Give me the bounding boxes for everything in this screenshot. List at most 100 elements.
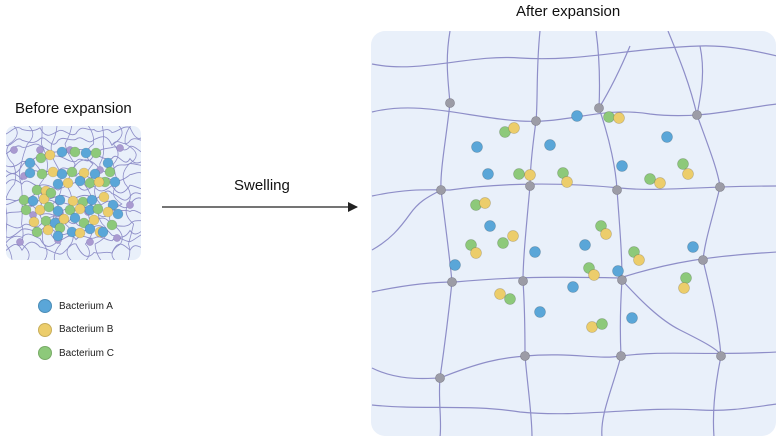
crosslink-node bbox=[612, 185, 622, 195]
bacterium-c bbox=[677, 158, 689, 170]
polymer-strand bbox=[6, 126, 18, 260]
bacterium-c bbox=[90, 147, 102, 159]
polymer-strand bbox=[598, 45, 631, 109]
bacterium-a bbox=[56, 146, 68, 158]
bacterium-a bbox=[534, 306, 546, 318]
bacterium-b bbox=[42, 224, 54, 236]
polymer-strand bbox=[371, 351, 776, 380]
bacterium-a bbox=[54, 194, 66, 206]
bacterium-b bbox=[586, 321, 598, 333]
polymer-strand bbox=[371, 251, 776, 293]
bacterium-b bbox=[507, 230, 519, 242]
crosslink-node bbox=[616, 351, 626, 361]
crosslink-node bbox=[445, 98, 455, 108]
bacterium-a bbox=[567, 281, 579, 293]
polymer-strand bbox=[109, 126, 123, 260]
bacterium-c bbox=[35, 152, 47, 164]
bacterium-a bbox=[24, 167, 36, 179]
crosslink-node bbox=[531, 116, 541, 126]
bacterium-a bbox=[86, 194, 98, 206]
bacterium-c bbox=[603, 111, 615, 123]
polymer-strand bbox=[122, 126, 137, 260]
crosslink-node bbox=[520, 351, 530, 361]
bacterium-b bbox=[74, 203, 86, 215]
bacterium-a bbox=[687, 241, 699, 253]
crosslink-node bbox=[36, 146, 44, 154]
polymer-strand bbox=[371, 403, 776, 415]
crosslink-node bbox=[716, 351, 726, 361]
bacterium-b bbox=[600, 228, 612, 240]
bacterium-a bbox=[56, 168, 68, 180]
crosslink-node bbox=[86, 238, 94, 246]
polymer-strand bbox=[371, 45, 776, 68]
polymer-strand bbox=[6, 126, 141, 139]
bacterium-c bbox=[644, 173, 656, 185]
bacterium-c bbox=[31, 226, 43, 238]
polymer-strand bbox=[6, 241, 141, 257]
bacterium-c bbox=[18, 194, 30, 206]
dispersed-bacteria bbox=[449, 110, 699, 333]
crosslink-node bbox=[525, 181, 535, 191]
bacterium-c bbox=[92, 203, 104, 215]
expanded-crosslinks bbox=[435, 98, 726, 383]
bacterium-c bbox=[497, 237, 509, 249]
bacterium-b bbox=[613, 112, 625, 124]
bacterium-b bbox=[633, 254, 645, 266]
bacterium-c bbox=[45, 187, 57, 199]
bacterium-c bbox=[40, 215, 52, 227]
bacterium-c bbox=[104, 166, 116, 178]
bacterium-a bbox=[571, 110, 583, 122]
bacterium-a bbox=[484, 220, 496, 232]
bacterium-a bbox=[52, 178, 64, 190]
bacterium-c bbox=[680, 272, 692, 284]
crosslink-node bbox=[715, 182, 725, 192]
bacterium-a bbox=[69, 212, 81, 224]
polymer-strand bbox=[6, 136, 141, 147]
legend-item-bacterium-c: Bacterium C bbox=[38, 341, 114, 365]
crosslink-node bbox=[10, 146, 18, 154]
bacterium-c bbox=[628, 246, 640, 258]
bacterium-a bbox=[612, 265, 624, 277]
bacterium-a bbox=[74, 175, 86, 187]
bacterium-c bbox=[20, 204, 32, 216]
bacterium-a bbox=[97, 226, 109, 238]
bacterium-c bbox=[596, 318, 608, 330]
packed-bacteria bbox=[18, 146, 124, 242]
yellow-circle-icon bbox=[38, 322, 52, 337]
polymer-strand bbox=[522, 31, 541, 436]
crosslink-node bbox=[436, 185, 446, 195]
legend-label: Bacterium B bbox=[59, 324, 114, 335]
polymer-strand bbox=[619, 277, 722, 357]
bacterium-b bbox=[28, 216, 40, 228]
legend-label: Bacterium C bbox=[59, 347, 115, 359]
crosslink-node bbox=[692, 110, 702, 120]
bacterium-b bbox=[74, 227, 86, 239]
bacterium-a bbox=[84, 223, 96, 235]
bacterium-a bbox=[529, 246, 541, 258]
bacterium-b bbox=[588, 269, 600, 281]
bacterium-b bbox=[494, 288, 506, 300]
bacterium-b bbox=[34, 204, 46, 216]
bacterium-a bbox=[579, 239, 591, 251]
bacterium-b bbox=[102, 206, 114, 218]
bacterium-c bbox=[513, 168, 525, 180]
bacterium-a bbox=[27, 195, 39, 207]
crosslink-node bbox=[518, 276, 528, 286]
bacterium-a bbox=[109, 176, 121, 188]
polymer-strand bbox=[64, 126, 76, 260]
legend-item-bacterium-a: Bacterium A bbox=[38, 294, 114, 318]
bacterium-b bbox=[508, 122, 520, 134]
bacterium-a bbox=[471, 141, 483, 153]
bacterium-b bbox=[58, 213, 70, 225]
bacterium-b bbox=[93, 176, 105, 188]
bacterium-a bbox=[482, 168, 494, 180]
bacterium-b bbox=[98, 191, 110, 203]
bacterium-a bbox=[449, 259, 461, 271]
bacterium-a bbox=[80, 147, 92, 159]
polymer-strand bbox=[667, 31, 722, 436]
crosslink-node bbox=[126, 201, 134, 209]
bacterium-a bbox=[24, 157, 36, 169]
bacterium-c bbox=[66, 166, 78, 178]
bacterium-b bbox=[44, 149, 56, 161]
